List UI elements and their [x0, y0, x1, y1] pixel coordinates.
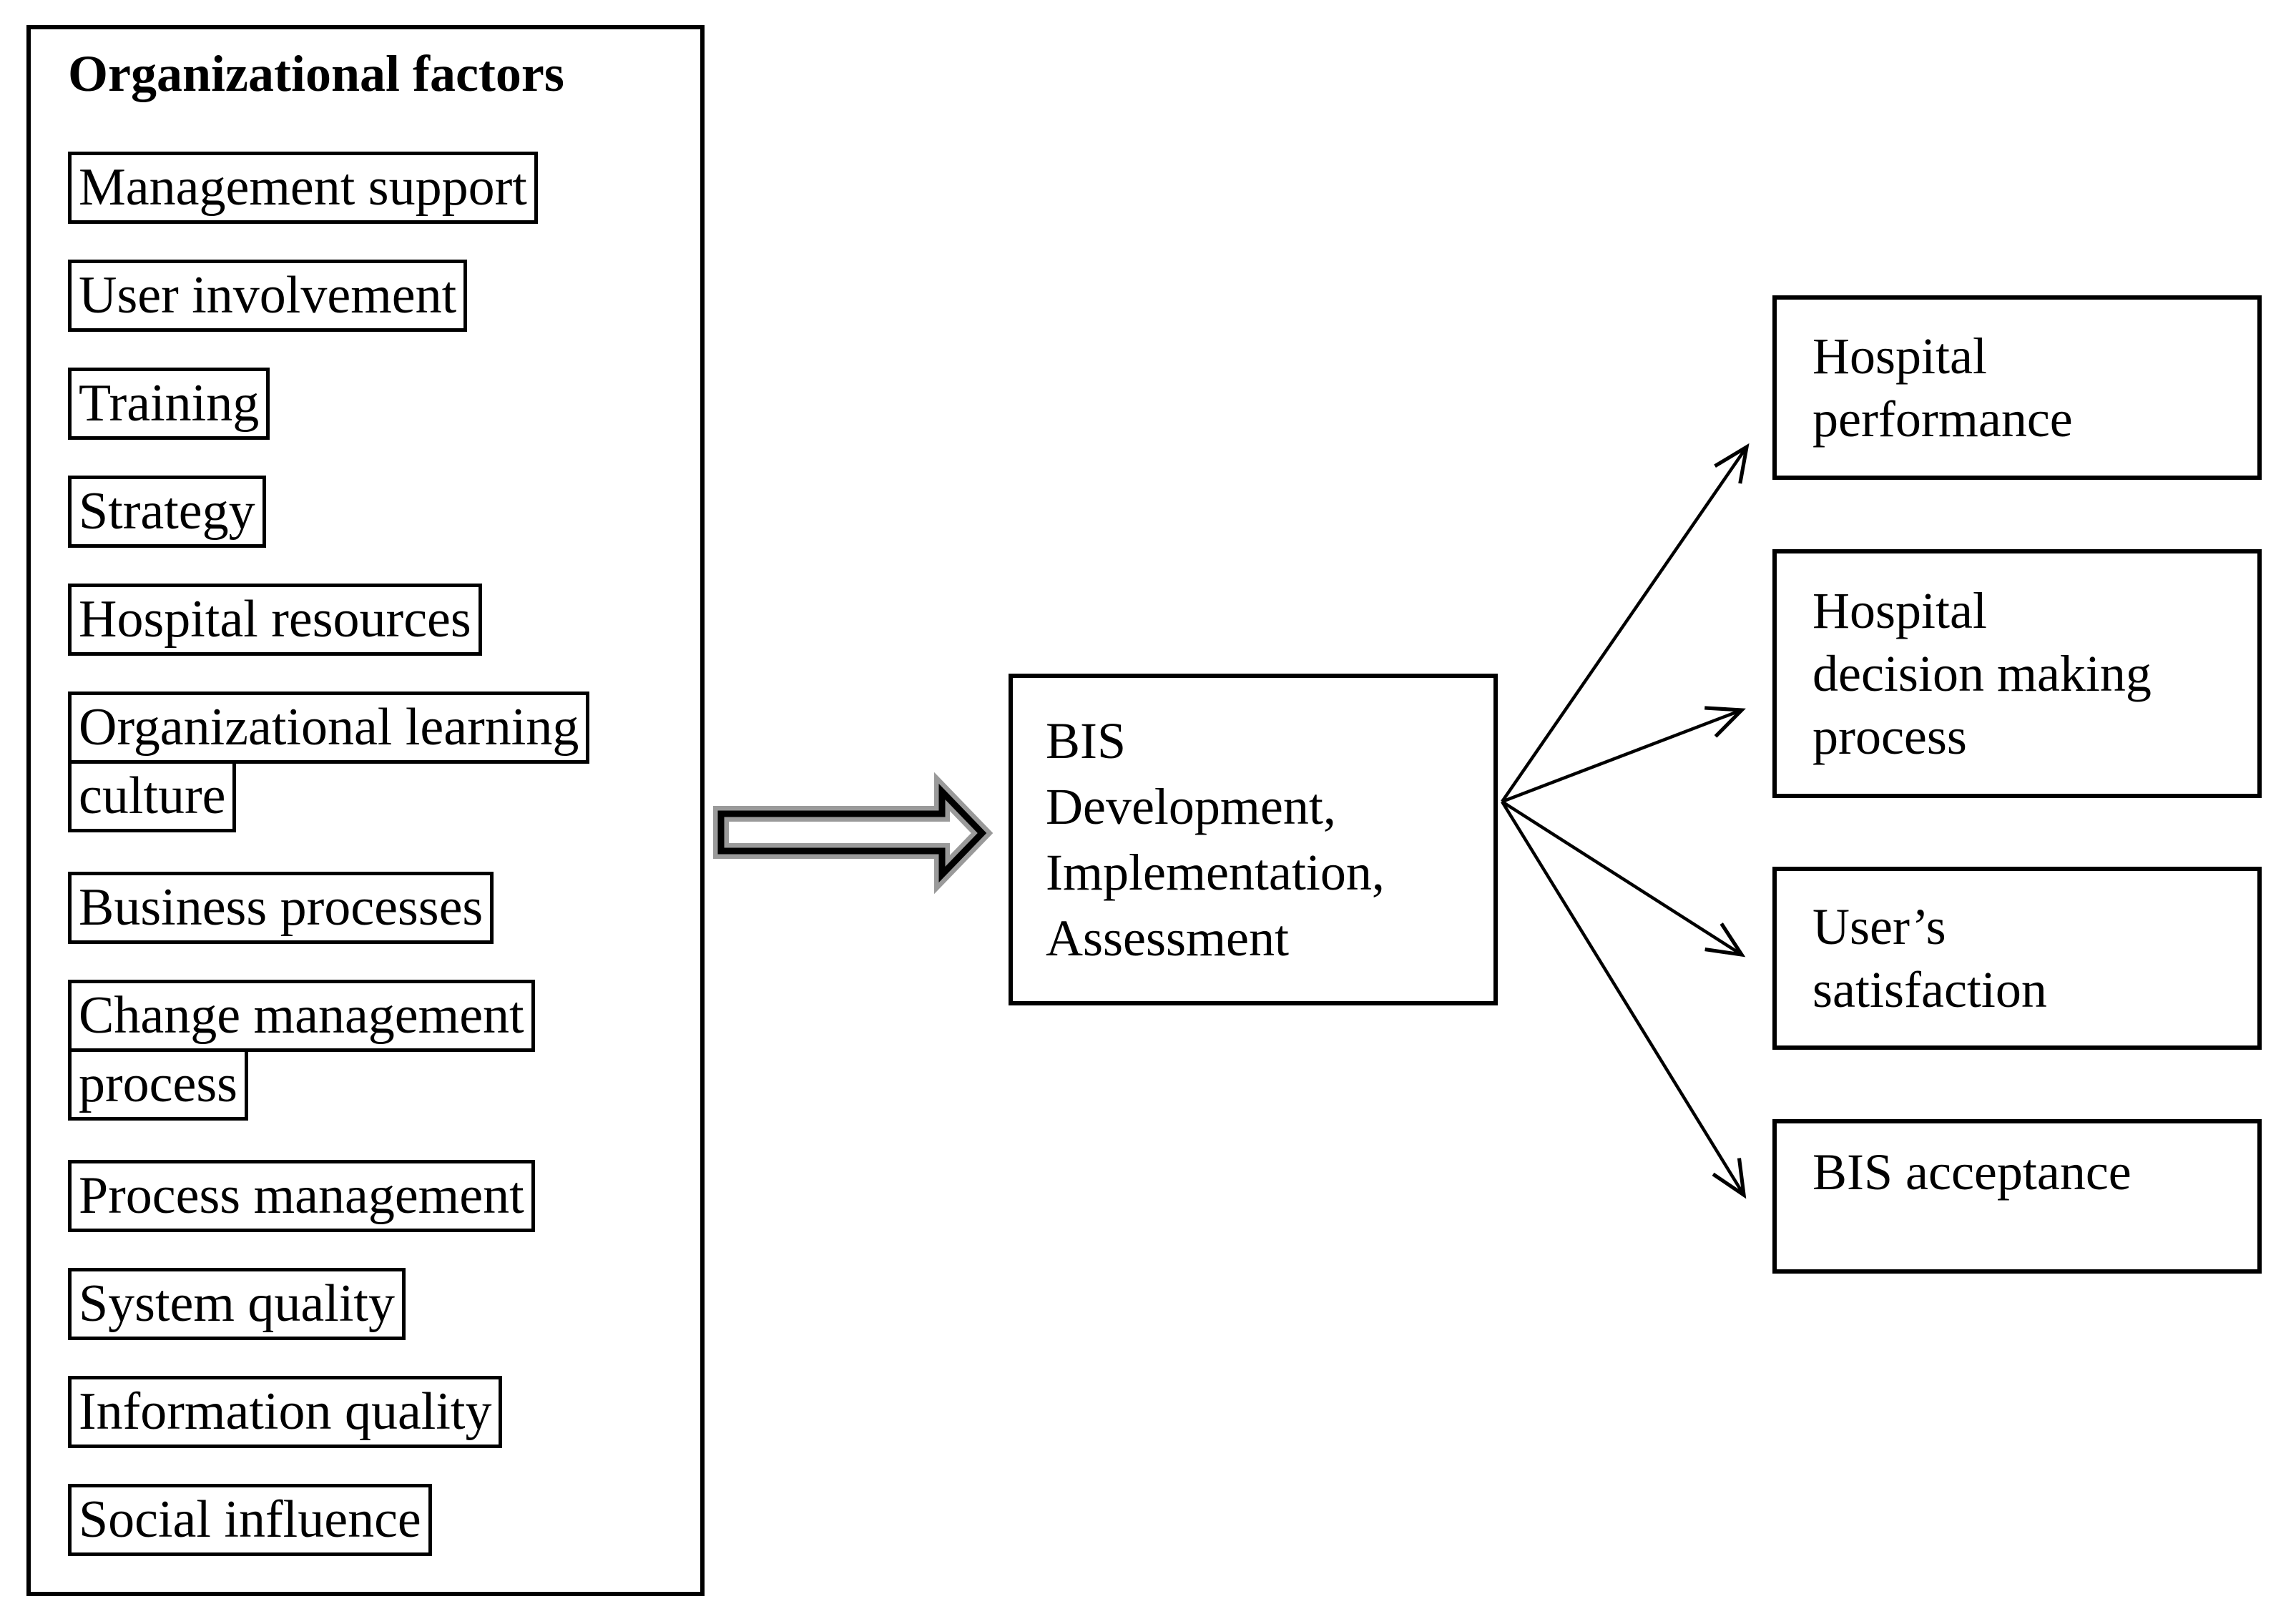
arrow-to-users-satisfaction	[1501, 800, 1746, 958]
factor-box-management-support: Management support	[68, 152, 538, 224]
outcome-label: Hospital	[1812, 328, 1987, 385]
factor-box-information-quality: Information quality	[68, 1376, 503, 1448]
factor-label: Business processes	[79, 878, 484, 937]
block-arrow-icon	[713, 772, 994, 895]
factor-label: culture	[79, 767, 226, 825]
factor-box-hospital-resources: Hospital resources	[68, 584, 482, 656]
factor-box-business-processes: Business processes	[68, 872, 494, 944]
outcome-label: satisfaction	[1812, 961, 2047, 1018]
factor-label: Strategy	[79, 482, 255, 541]
outcome-label: User’s	[1812, 898, 1946, 955]
factor-box-change-management-process: Change management	[68, 980, 535, 1052]
process-box-line: BIS	[1046, 712, 1127, 769]
outcome-box-hospital-decision-making-process: Hospital decision making process	[1772, 549, 2262, 798]
panel-title: Organizational factors	[68, 45, 564, 102]
factor-label: Change management	[79, 986, 524, 1045]
outcome-label: BIS acceptance	[1812, 1143, 2131, 1201]
process-box-line: Assessment	[1046, 910, 1289, 967]
factor-box-organizational-learning-culture: Organizational learning	[68, 692, 590, 764]
factor-label: Information quality	[79, 1382, 492, 1441]
factor-box-process-management: Process management	[68, 1160, 535, 1232]
factor-label: process	[79, 1055, 237, 1113]
factor-label: User involvement	[79, 266, 457, 325]
factor-label: Organizational learning	[79, 698, 579, 757]
factor-box-social-influence: Social influence	[68, 1484, 432, 1556]
outcome-label: decision making	[1812, 645, 2152, 702]
outcome-label: process	[1812, 708, 1967, 765]
factor-box-change-management-process-line2: process	[68, 1048, 248, 1121]
factor-box-user-involvement: User involvement	[68, 260, 468, 332]
outcome-box-hospital-performance: Hospital performance	[1772, 295, 2262, 480]
factor-box-training: Training	[68, 368, 270, 440]
factor-label: Hospital resources	[79, 590, 471, 649]
outcome-box-bis-acceptance: BIS acceptance	[1772, 1119, 2262, 1274]
factor-label: Training	[79, 374, 260, 433]
factor-label: Management support	[79, 158, 527, 217]
factor-label: System quality	[79, 1274, 395, 1333]
outcome-box-users-satisfaction: User’s satisfaction	[1772, 867, 2262, 1050]
arrow-to-hospital-decision-making	[1501, 706, 1746, 804]
bis-process-box: BIS Development, Implementation, Assessm…	[1009, 674, 1498, 1005]
arrow-to-bis-acceptance	[1501, 800, 1747, 1199]
factor-box-strategy: Strategy	[68, 476, 266, 548]
factor-box-organizational-learning-culture-line2: culture	[68, 760, 237, 832]
outcome-label: Hospital	[1812, 582, 1987, 639]
arrow-to-hospital-performance	[1501, 443, 1750, 803]
factor-label: Process management	[79, 1166, 524, 1225]
fan-arrows	[1501, 443, 1750, 1199]
outcome-label: performance	[1812, 390, 2073, 448]
process-box-line: Development,	[1046, 778, 1336, 835]
factor-label: Social influence	[79, 1490, 421, 1549]
process-box-line: Implementation,	[1046, 844, 1385, 901]
factor-box-system-quality: System quality	[68, 1268, 406, 1340]
